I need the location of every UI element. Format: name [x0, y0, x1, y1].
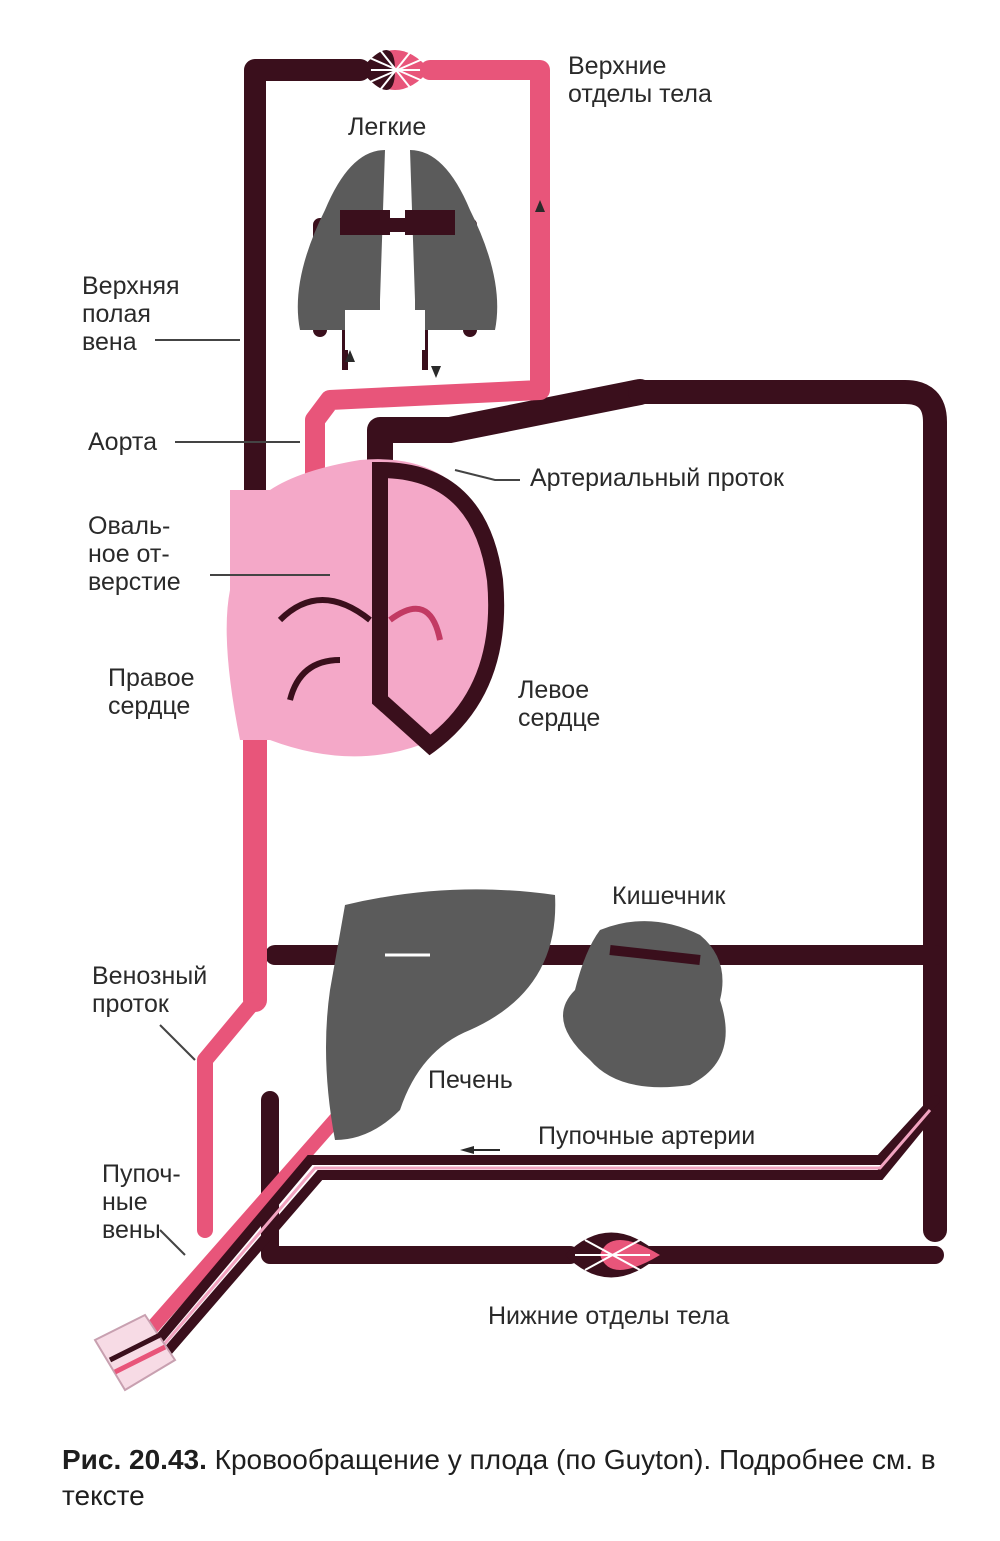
caption-text: Кровообращение у плода (по Guyton). Подр…: [62, 1444, 936, 1511]
label-foramen-ovale: Оваль- ное от- верстие: [88, 512, 181, 596]
label-right-heart: Правое сердце: [108, 664, 195, 720]
figure-caption: Рис. 20.43. Кровообращение у плода (по G…: [62, 1442, 962, 1514]
lungs-organ: [297, 150, 498, 370]
umbilical-arteries-highlight: [153, 1109, 932, 1356]
label-umbilical-veins: Пупоч- ные вены: [102, 1160, 181, 1244]
heart-organ: [226, 459, 505, 757]
umbilical-cord: [93, 1313, 177, 1392]
upper-body-capillaries: [360, 49, 430, 91]
lower-body-capillaries: [565, 1232, 660, 1278]
label-lower-body: Нижние отделы тела: [488, 1302, 730, 1330]
flow-arrows: [345, 200, 545, 1154]
label-liver: Печень: [428, 1066, 513, 1094]
label-umbilical-arteries: Пупочные артерии: [538, 1122, 756, 1150]
label-superior-vena-cava: Верхняя полая вена: [82, 272, 180, 356]
label-intestine: Кишечник: [612, 882, 726, 910]
label-upper-body: Верхние отделы тела: [568, 52, 712, 108]
label-lungs: Легкие: [348, 113, 427, 141]
label-ductus-arteriosus: Артериальный проток: [530, 464, 784, 492]
caption-figure-number: Рис. 20.43.: [62, 1444, 207, 1475]
liver-organ: [326, 889, 556, 1140]
intestine-organ: [563, 921, 726, 1088]
leader-lines: [155, 339, 520, 1256]
label-left-heart: Левое сердце: [518, 676, 601, 732]
label-aorta: Аорта: [88, 428, 158, 456]
umbilical-arteries: [145, 1095, 940, 1365]
label-ductus-venosus: Венозный проток: [92, 962, 208, 1018]
